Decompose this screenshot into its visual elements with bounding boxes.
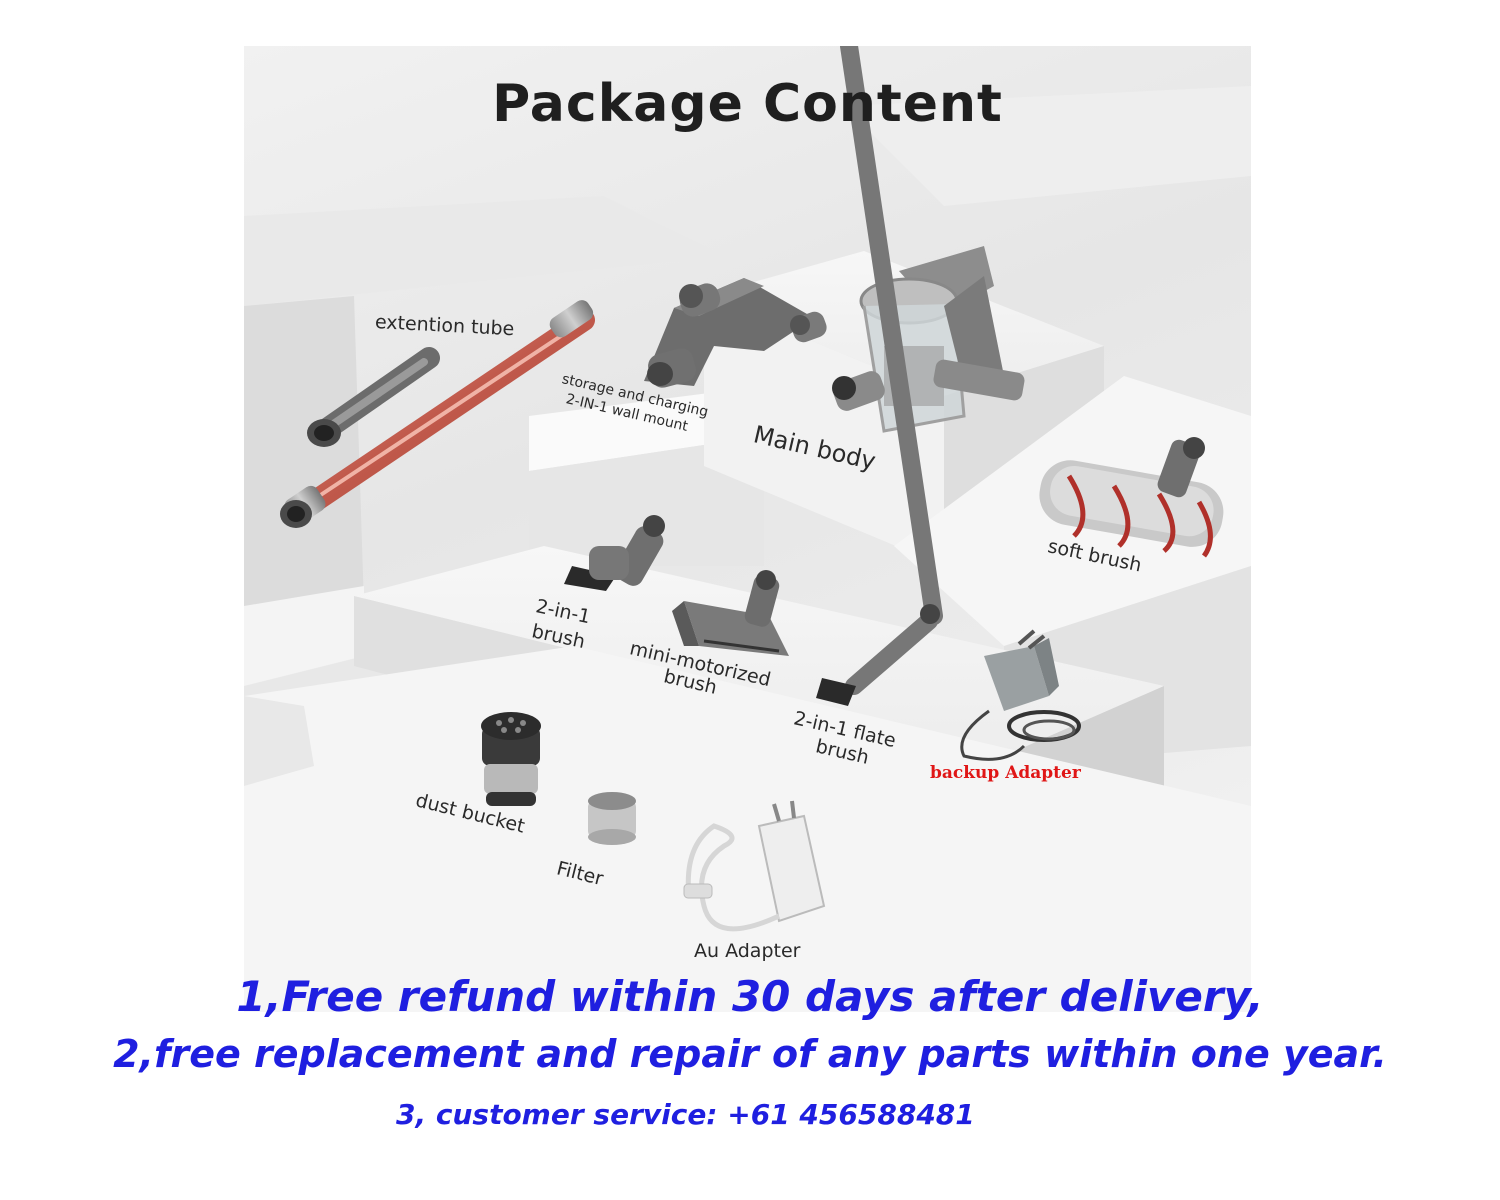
brush-2in1-illustration (564, 515, 665, 591)
flate-brush-illustration (816, 46, 943, 706)
wall-mount-illustration (644, 278, 827, 388)
mini-motorized-brush-illustration (672, 570, 789, 656)
label-au-adapter: Au Adapter (694, 940, 801, 962)
soft-brush-illustration (1039, 437, 1224, 558)
filter-illustration (588, 792, 636, 845)
au-adapter-illustration (683, 800, 826, 932)
scene-illustration (244, 46, 1251, 1012)
backup-adapter-illustration (960, 629, 1081, 761)
product-scene: Package Content extention tube storage a… (244, 46, 1251, 1012)
page-title: Package Content (492, 74, 1003, 134)
extension-tube-illustration (280, 300, 595, 528)
dust-bucket-illustration (481, 712, 541, 806)
promo-line-2: 2,free replacement and repair of any par… (113, 1032, 1387, 1076)
promo-line-3: 3, customer service: +61 456588481 (396, 1098, 975, 1131)
label-backup-adapter: backup Adapter (930, 763, 1081, 783)
promo-line-1: 1,Free refund within 30 days after deliv… (236, 972, 1264, 1021)
